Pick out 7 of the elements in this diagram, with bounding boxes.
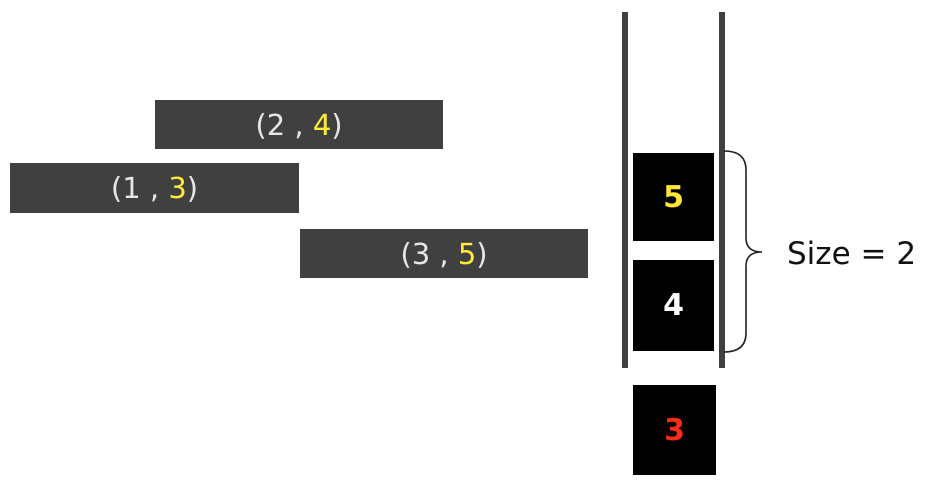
stack-item: 3 bbox=[633, 385, 716, 475]
stack-item: 5 bbox=[633, 153, 714, 241]
interval-bar: (3 , 5) bbox=[300, 229, 588, 278]
size-label: Size = 2 bbox=[787, 236, 916, 272]
interval-bar: (1 , 3) bbox=[10, 163, 299, 213]
interval-bar: (2 , 4) bbox=[155, 100, 443, 149]
stack-item: 4 bbox=[633, 260, 714, 351]
